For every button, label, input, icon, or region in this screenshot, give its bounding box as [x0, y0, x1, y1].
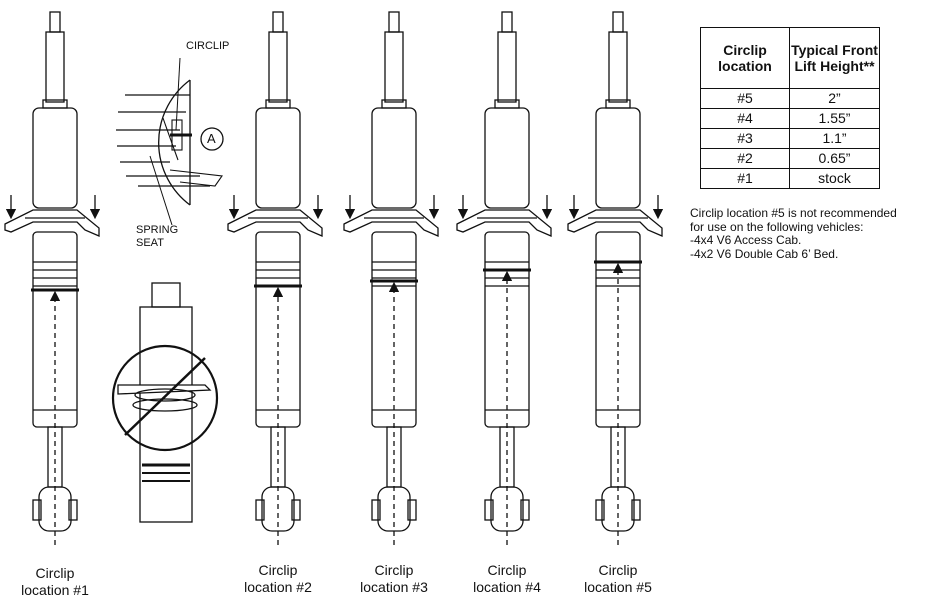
row-location: #1 [700, 168, 790, 189]
caption-line-1: Circlip [598, 562, 638, 578]
header-circlip-location: Circlip location [700, 27, 790, 89]
table-header-row: Circlip location Typical Front Lift Heig… [700, 27, 880, 89]
caption-line-1: Circlip [35, 565, 75, 581]
detail-arc [158, 79, 191, 206]
row-height: stock [789, 168, 880, 189]
note-line-2: for use on the following vehicles: [690, 219, 864, 234]
shock-absorber [227, 11, 324, 545]
prohibition-slash [124, 357, 206, 436]
caption-line-2: location #1 [21, 582, 89, 598]
row-location: #4 [700, 108, 790, 129]
note-line-4: -4x2 V6 Double Cab 6’ Bed. [690, 246, 839, 261]
note-line-1: Circlip location #5 is not recommended [690, 206, 897, 220]
prohibition-circle [111, 344, 219, 452]
row-height: 0.65” [789, 148, 880, 169]
note-line-3: -4x4 V6 Access Cab. [690, 233, 802, 247]
row-height: 1.55” [789, 108, 880, 129]
caption-line-2: location #3 [360, 579, 428, 595]
circlip-detail-inset [116, 57, 224, 226]
circlip-label: CIRCLIP [186, 40, 230, 52]
row-location: #5 [700, 88, 790, 109]
incorrect-install-inset [111, 282, 219, 523]
row-height: 1.1” [789, 128, 880, 149]
compatibility-note: Circlip location #5 is not recommended f… [690, 206, 930, 261]
shock-absorber [456, 11, 553, 545]
lift-height-table: Circlip location Typical Front Lift Heig… [700, 27, 880, 189]
caption-line-2: location #2 [244, 579, 312, 595]
row-height: 2” [789, 88, 880, 109]
row-location: #3 [700, 128, 790, 149]
caption-line-1: Circlip [258, 562, 298, 578]
spring-seat-label: SPRING SEAT [136, 224, 178, 250]
shock-absorber [4, 11, 101, 545]
marker-a-circle [200, 127, 224, 151]
spring-seat-label-line1: SPRING [136, 224, 179, 236]
shock-absorbers [4, 11, 664, 545]
shock-absorber [567, 11, 664, 545]
header-lift-height: Typical Front Lift Height** [789, 27, 880, 89]
caption-line-2: location #4 [473, 579, 541, 595]
caption-line-2: location #5 [584, 579, 652, 595]
shock-absorber [343, 11, 440, 545]
spring-seat-label-line2: SEAT [136, 237, 164, 249]
row-location: #2 [700, 148, 790, 169]
caption-line-1: Circlip [487, 562, 527, 578]
marker-a-label: A [207, 131, 216, 146]
caption-line-1: Circlip [374, 562, 414, 578]
